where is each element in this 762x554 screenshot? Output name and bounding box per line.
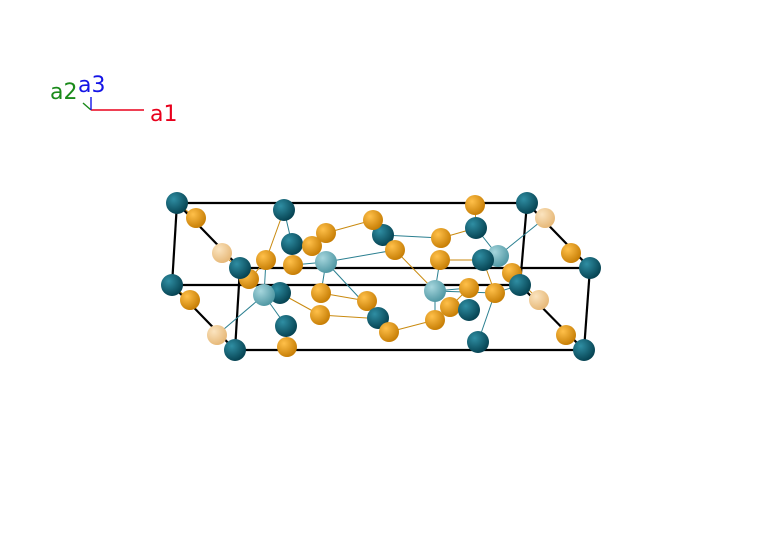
- axis-a2-line: [82, 102, 92, 111]
- atom-light-teal[interactable]: [315, 251, 337, 273]
- atom-orange[interactable]: [283, 255, 303, 275]
- atom-orange[interactable]: [385, 240, 405, 260]
- atom-orange[interactable]: [311, 283, 331, 303]
- atom-teal[interactable]: [465, 217, 487, 239]
- atom-orange[interactable]: [459, 278, 479, 298]
- atom-orange[interactable]: [180, 290, 200, 310]
- atom-orange[interactable]: [277, 337, 297, 357]
- atom-orange[interactable]: [310, 305, 330, 325]
- atom-teal[interactable]: [372, 224, 394, 246]
- atom-orange[interactable]: [440, 297, 460, 317]
- atom-orange[interactable]: [302, 236, 322, 256]
- atom-teal[interactable]: [281, 233, 303, 255]
- axis-a3-label: a3: [78, 73, 105, 98]
- atom-teal[interactable]: [224, 339, 246, 361]
- atoms: [161, 192, 601, 361]
- axis-triad: a1 a2 a3: [50, 73, 177, 127]
- atom-teal[interactable]: [273, 199, 295, 221]
- axis-a2-label: a2: [50, 80, 77, 105]
- atom-orange[interactable]: [430, 250, 450, 270]
- atom-teal[interactable]: [275, 315, 297, 337]
- atom-teal[interactable]: [509, 274, 531, 296]
- atom-orange[interactable]: [357, 291, 377, 311]
- atom-pale-orange[interactable]: [529, 290, 549, 310]
- atom-light-teal[interactable]: [253, 284, 275, 306]
- bond: [325, 249, 396, 263]
- atom-teal[interactable]: [472, 249, 494, 271]
- atom-orange[interactable]: [379, 322, 399, 342]
- atom-orange[interactable]: [485, 283, 505, 303]
- cell-edge: [171, 284, 236, 351]
- atom-teal[interactable]: [573, 339, 595, 361]
- atom-teal[interactable]: [579, 257, 601, 279]
- axis-a1-label: a1: [150, 102, 177, 127]
- atom-teal[interactable]: [367, 307, 389, 329]
- atom-teal[interactable]: [229, 257, 251, 279]
- atom-orange[interactable]: [431, 228, 451, 248]
- atom-teal[interactable]: [166, 192, 188, 214]
- atom-pale-orange[interactable]: [535, 208, 555, 228]
- atom-pale-orange[interactable]: [207, 325, 227, 345]
- atom-orange[interactable]: [363, 210, 383, 230]
- atom-light-teal[interactable]: [424, 280, 446, 302]
- atom-orange[interactable]: [316, 223, 336, 243]
- atom-teal[interactable]: [516, 192, 538, 214]
- atom-orange[interactable]: [556, 325, 576, 345]
- cell-edge: [176, 202, 241, 269]
- atom-orange[interactable]: [425, 310, 445, 330]
- cell-edge: [526, 202, 591, 269]
- atom-teal[interactable]: [467, 331, 489, 353]
- atom-orange[interactable]: [561, 243, 581, 263]
- atom-teal[interactable]: [269, 282, 291, 304]
- atom-orange[interactable]: [186, 208, 206, 228]
- atom-orange[interactable]: [256, 250, 276, 270]
- atom-teal[interactable]: [161, 274, 183, 296]
- atom-orange[interactable]: [465, 195, 485, 215]
- atom-pale-orange[interactable]: [212, 243, 232, 263]
- bonds: [171, 202, 546, 348]
- cell-edge: [582, 267, 592, 351]
- atom-teal[interactable]: [458, 299, 480, 321]
- cell-edge: [233, 267, 242, 351]
- cell-edge: [170, 202, 179, 286]
